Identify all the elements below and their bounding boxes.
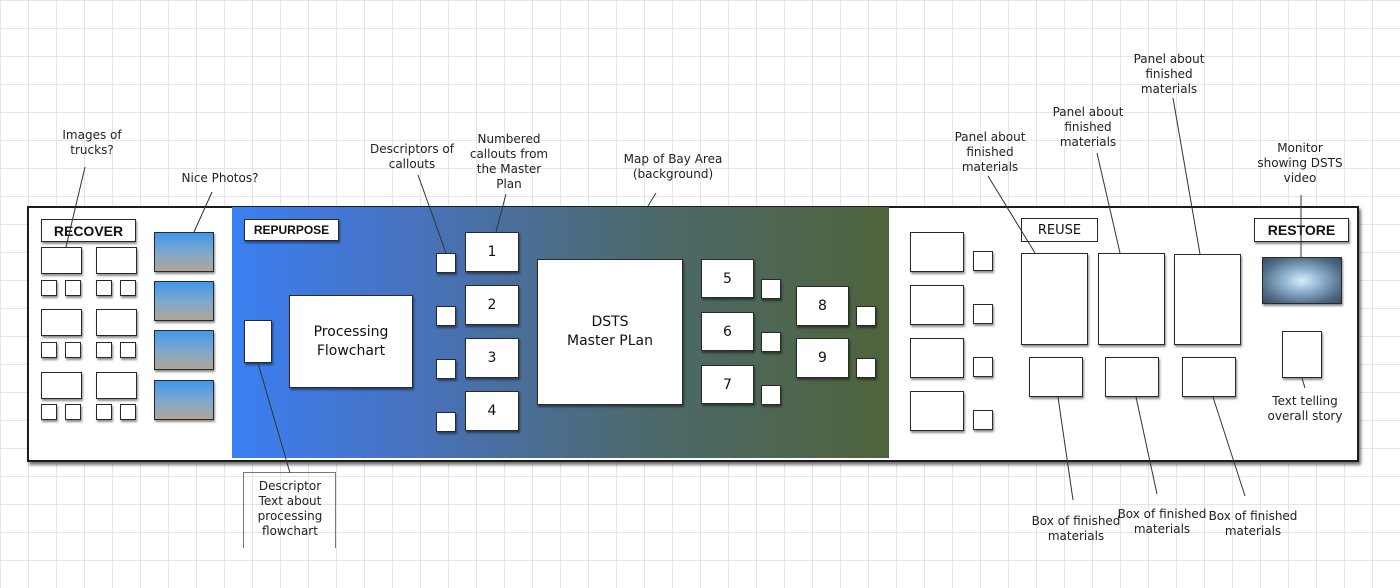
callout-5: 5 [701,259,754,298]
callout-descriptor-box [436,253,456,273]
annotation-panel-about-finished-materials: Panel about finished materials [1052,105,1124,149]
callout-4: 4 [465,391,519,431]
small-box [65,280,81,296]
reuse-descriptor-box [973,357,993,377]
annotation-text-overall-story: Text telling overall story [1267,394,1343,423]
finished-materials-box [1182,357,1236,397]
small-box [96,280,112,296]
small-box [120,280,136,296]
monitor-video-screen [1262,257,1342,304]
callout-descriptor-box [856,358,876,378]
annotation-map-of-bay-area: Map of Bay Area (background) [623,152,723,181]
callout-9: 9 [796,338,849,378]
annotation-images-of-trucks: Images of trucks? [62,128,122,157]
reuse-descriptor-box [973,251,993,271]
annotation-box-of-finished-materials: Box of finished materials [1117,507,1207,536]
truck-image-box [96,372,137,399]
annotation-panel-about-finished-materials: Panel about finished materials [1133,52,1205,96]
processing-flowchart-box: Processing Flowchart [289,295,413,388]
callout-descriptor-box [856,306,876,326]
nice-photo [154,232,214,272]
reuse-descriptor-box [973,410,993,430]
callout-descriptor-box [761,385,781,405]
small-box [41,342,57,358]
finished-materials-box [1105,357,1159,397]
truck-image-box [41,372,82,399]
callout-8: 8 [796,286,849,326]
annotation-descriptors-of-callouts: Descriptors of callouts [370,142,454,171]
callout-1: 1 [465,232,519,272]
annotation-box-of-finished-materials: Box of finished materials [1031,514,1121,543]
reuse-item-box [910,338,964,378]
finished-materials-box [1029,357,1083,397]
annotation-monitor-video: Monitor showing DSTS video [1257,141,1343,185]
small-box [96,342,112,358]
finished-materials-panel [1174,254,1241,345]
annotation-descriptor-text: Descriptor Text about processing flowcha… [257,479,323,538]
small-box [120,404,136,420]
small-box [120,342,136,358]
callout-descriptor-box [761,279,781,299]
reuse-descriptor-box [973,304,993,324]
annotation-numbered-callouts: Numbered callouts from the Master Plan [469,132,549,191]
nice-photo [154,380,214,420]
finished-materials-panel [1098,253,1165,345]
story-text-box [1282,331,1322,378]
annotation-box-of-finished-materials: Box of finished materials [1208,509,1298,538]
truck-image-box [96,309,137,336]
small-box [41,404,57,420]
master-plan-box: DSTS Master PLan [537,259,683,405]
repurpose-label: REPURPOSE [244,219,339,241]
callout-7: 7 [701,365,754,404]
truck-image-box [96,247,137,274]
small-box [65,404,81,420]
reuse-item-box [910,391,964,431]
truck-image-box [41,309,82,336]
truck-image-box [41,247,82,274]
small-box [96,404,112,420]
finished-materials-panel [1021,253,1088,345]
callout-6: 6 [701,312,754,351]
annotation-panel-about-finished-materials: Panel about finished materials [954,130,1026,174]
callout-3: 3 [465,338,519,378]
callout-descriptor-box [436,359,456,379]
small-box [65,342,81,358]
reuse-label: REUSE [1021,218,1098,242]
descriptor-box [244,320,272,363]
nice-photo [154,281,214,321]
callout-2: 2 [465,285,519,325]
restore-label: RESTORE [1254,218,1349,242]
reuse-item-box [910,285,964,325]
callout-descriptor-box [436,306,456,326]
annotation-nice-photos: Nice Photos? [181,171,259,185]
small-box [41,280,57,296]
callout-descriptor-box [436,412,456,432]
reuse-item-box [910,232,964,272]
recover-label: RECOVER [41,219,136,242]
callout-descriptor-box [761,332,781,352]
nice-photo [154,330,214,370]
